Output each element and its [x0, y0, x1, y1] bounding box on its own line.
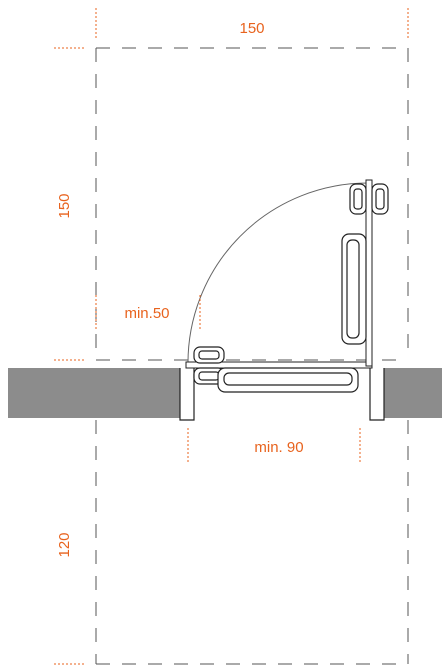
dimension-markers — [54, 8, 409, 665]
dimension-door-clearance: min.50 — [124, 305, 169, 322]
lower-clearance-zone — [95, 420, 409, 665]
door-leaf-open — [365, 179, 373, 367]
dimension-top-width: 150 — [239, 20, 264, 37]
left-frame — [179, 368, 195, 421]
right-frame — [369, 368, 385, 421]
dimension-lower-depth: 120 — [56, 532, 73, 557]
left-wall — [8, 368, 194, 418]
door-swing-arc — [187, 182, 369, 366]
door-handle-icon — [193, 346, 225, 385]
dimension-upper-depth: 150 — [56, 193, 73, 218]
door-handle-icon — [349, 183, 389, 215]
dimension-opening-width: min. 90 — [254, 439, 303, 456]
upper-clearance-zone — [95, 47, 409, 361]
grab-bar-icon — [217, 367, 359, 393]
grab-bar-icon — [341, 233, 367, 345]
